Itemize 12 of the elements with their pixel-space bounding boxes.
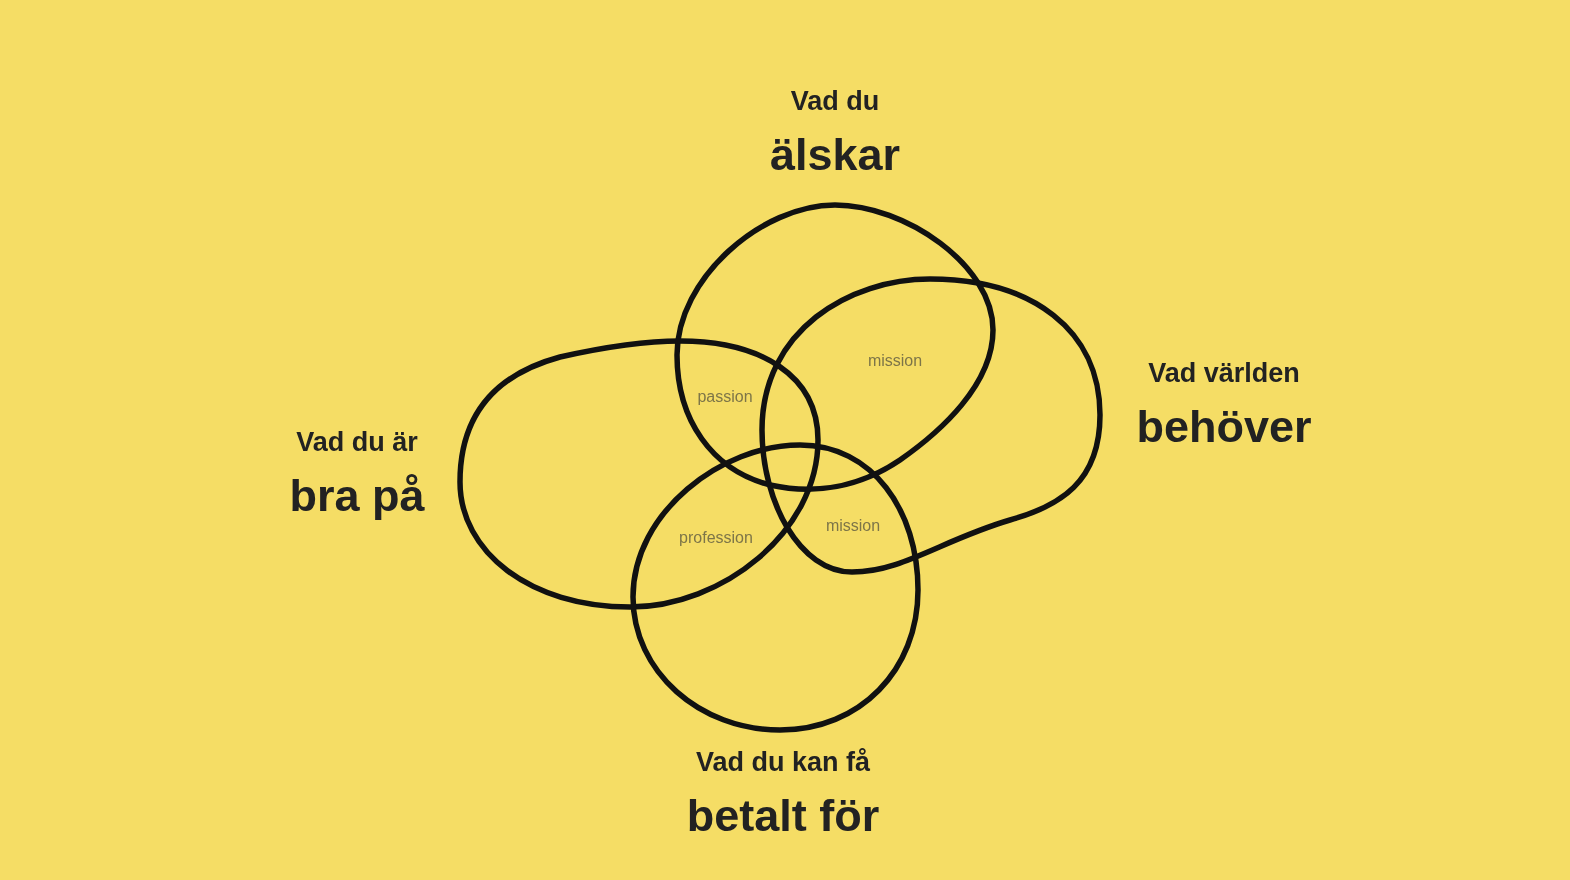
venn-title: betalt för: [686, 791, 880, 841]
region-label: passion: [697, 388, 753, 407]
venn-heading: Vad du: [790, 87, 880, 117]
venn-title: bra på: [289, 471, 425, 521]
venn-heading: Vad du kan få: [695, 748, 871, 778]
venn-title: behöver: [1136, 402, 1312, 452]
venn-title: älskar: [769, 130, 901, 180]
region-label: mission: [867, 352, 923, 371]
region-label: mission: [825, 517, 881, 536]
venn-heading: Vad världen: [1148, 359, 1300, 389]
venn-heading: Vad du är: [296, 428, 418, 458]
region-label: profession: [679, 529, 753, 548]
